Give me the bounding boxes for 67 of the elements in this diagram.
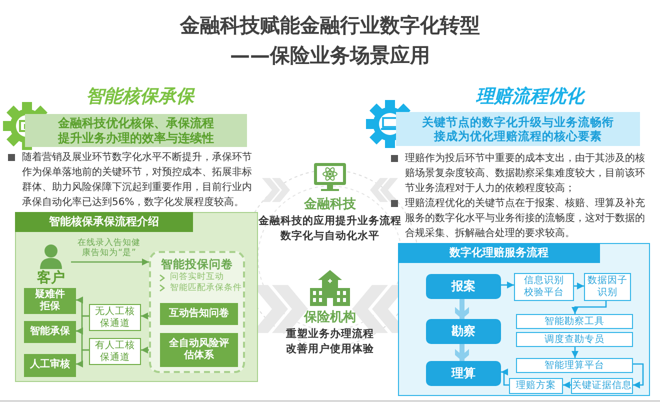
panel-header: 数字化理赔服务流程 [398,243,600,263]
process-box [516,314,633,329]
result-box [24,321,76,343]
arrow [141,312,149,320]
node-label: 关键证据信息 [572,380,632,392]
node-label: 理算 [452,366,476,381]
arrow [141,346,149,354]
node-label: 信息识别校验平台 [524,275,564,299]
banner [25,114,247,147]
edge-label: 在线录入告知健康告知为“是” [76,238,142,258]
process-box [509,378,563,394]
node-label: 全自动风险评估体系 [168,338,230,362]
node-label: 理赔方案 [516,380,556,392]
stage-box [426,274,501,299]
node-label: 关键节点的数字化升级与业务流畅衔接成为优化理赔流程的核心要素 [420,114,615,144]
panel [398,243,650,396]
process-box [516,332,633,347]
node-label: 无人工核保通道 [94,306,136,330]
customer-label: 客户 [37,270,65,287]
center-heading: 金融科技 [303,197,357,214]
banner [396,112,640,146]
node-label: 智能勘察工具 [544,316,604,328]
channel-box [89,338,141,365]
section-heading: 理赔流程优化 [475,86,586,108]
center-text: 重塑业务办理流程改善用户使用体验 [284,327,375,357]
stage-box [426,319,501,344]
panel [15,212,258,382]
bullet-text: 问答实时互动 [170,272,224,283]
node-label: 智能承保 [30,326,70,338]
arrow [501,282,514,288]
bullet-text: 随着营销及展业环节数字化水平不断提升，承保环节作为保单落地前的关键环节，对预控成本、拓展非标群体、助力风险保障下沉起到重要作用，目前行业内承保自动化率已达到56%，数字化发展程度较高。 [22,150,253,210]
node-label: 智能理算平台 [544,360,604,372]
stage-box [426,361,501,386]
center-heading: 保险机构 [302,310,357,326]
node-label: 人工审核 [30,359,70,372]
questionnaire-panel [149,251,245,373]
arrow [572,301,607,314]
bullet-text: 理赔作为投后环节中重要的成本支出，由于其涉及的核赔场景复杂度较高、数据勘察采集难度较大，目前该环节业务流程对于人力的依赖程度较高； [405,152,646,196]
node-label: 互动告知问卷 [169,308,229,320]
arrow [563,382,571,388]
node-label: 调度查勘专员 [544,334,604,346]
node-label: 金融科技优化核保、承保流程提升业务办理的效率与连续性 [56,116,215,146]
node-label: 数据因子识别 [587,275,628,299]
arrow [633,363,644,388]
result-box [24,288,76,314]
channel-box [89,304,141,331]
panel-title: 智能投保问卷 [161,257,233,272]
arrow [501,368,509,386]
section-heading: 智能核保承保 [85,86,196,108]
bullet-text: 理赔流程优化的关键节点在于报案、核赔、理算及补充服务的数字化水平与业务衔接的流畅度，这对于数据的合规采集、拆解融合处理的要求较高。 [405,196,646,241]
arrow [572,347,578,358]
arrow [71,258,149,266]
title: 金融科技赋能金融行业数字化转型——保险业务场景应用 [178,12,481,69]
node-label: 疑难件拒保 [34,288,66,314]
process-box [514,273,574,301]
result-box [24,354,76,377]
process-box [160,303,238,325]
process-box [516,358,633,373]
node-label: 勘察 [452,324,476,339]
node-label: 有人工核保通道 [94,340,136,364]
process-box [160,333,238,367]
arrow [76,349,89,368]
bullet-text: 智能匹配承保条件 [170,283,242,294]
node-label: 报案 [452,279,476,294]
center-text: 金融科技的应用提升业务流程数字化与自动化水平 [258,214,402,244]
panel-header: 智能核保承保流程介绍 [15,212,193,232]
arrow [574,282,584,290]
